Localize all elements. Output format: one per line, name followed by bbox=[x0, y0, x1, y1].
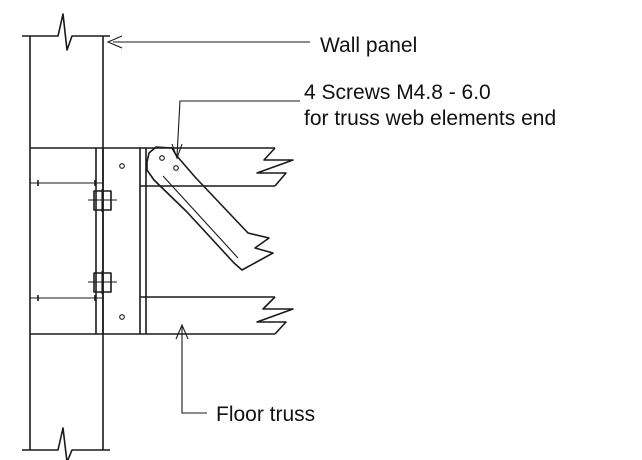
leader-wall-panel bbox=[106, 35, 310, 49]
truss-web-diagonal bbox=[146, 146, 274, 271]
wall-panel bbox=[22, 13, 110, 460]
web-diagonal-outline bbox=[146, 146, 274, 271]
bottom-chord-edges bbox=[140, 296, 275, 335]
leader-screws-arrow bbox=[171, 143, 183, 160]
web-screw-hole-1 bbox=[159, 155, 165, 161]
connection-plate bbox=[102, 147, 141, 335]
bottom-chord-break-line bbox=[256, 296, 294, 335]
label-screws-line1: 4 Screws M4.8 - 6.0 bbox=[304, 81, 491, 104]
web-diagonal-inner-edge bbox=[162, 175, 239, 259]
label-floor-truss: Floor truss bbox=[216, 403, 315, 426]
wall-panel-bottom-break-line bbox=[22, 427, 110, 460]
truss-bottom-chord bbox=[140, 296, 294, 335]
leader-wall-panel-arrow bbox=[106, 35, 123, 49]
connection-plate-outline bbox=[102, 147, 141, 335]
plate-screw-hole-bottom bbox=[119, 314, 125, 320]
leader-screws-line bbox=[176, 100, 300, 157]
plate-screw-hole-top bbox=[119, 163, 125, 169]
leader-floor-truss bbox=[175, 323, 207, 414]
leader-floor-truss-arrow bbox=[175, 323, 189, 340]
label-screws-line2: for truss web elements end bbox=[304, 107, 556, 130]
label-wall-panel: Wall panel bbox=[320, 34, 417, 57]
top-chord-edges bbox=[140, 147, 275, 187]
truss-top-chord bbox=[140, 147, 294, 187]
leader-floor-truss-line bbox=[181, 327, 207, 414]
web-screw-hole-2 bbox=[173, 165, 179, 171]
top-chord-break-line bbox=[256, 147, 294, 187]
leader-screws bbox=[171, 100, 300, 160]
wall-panel-top-break-line bbox=[22, 13, 110, 51]
